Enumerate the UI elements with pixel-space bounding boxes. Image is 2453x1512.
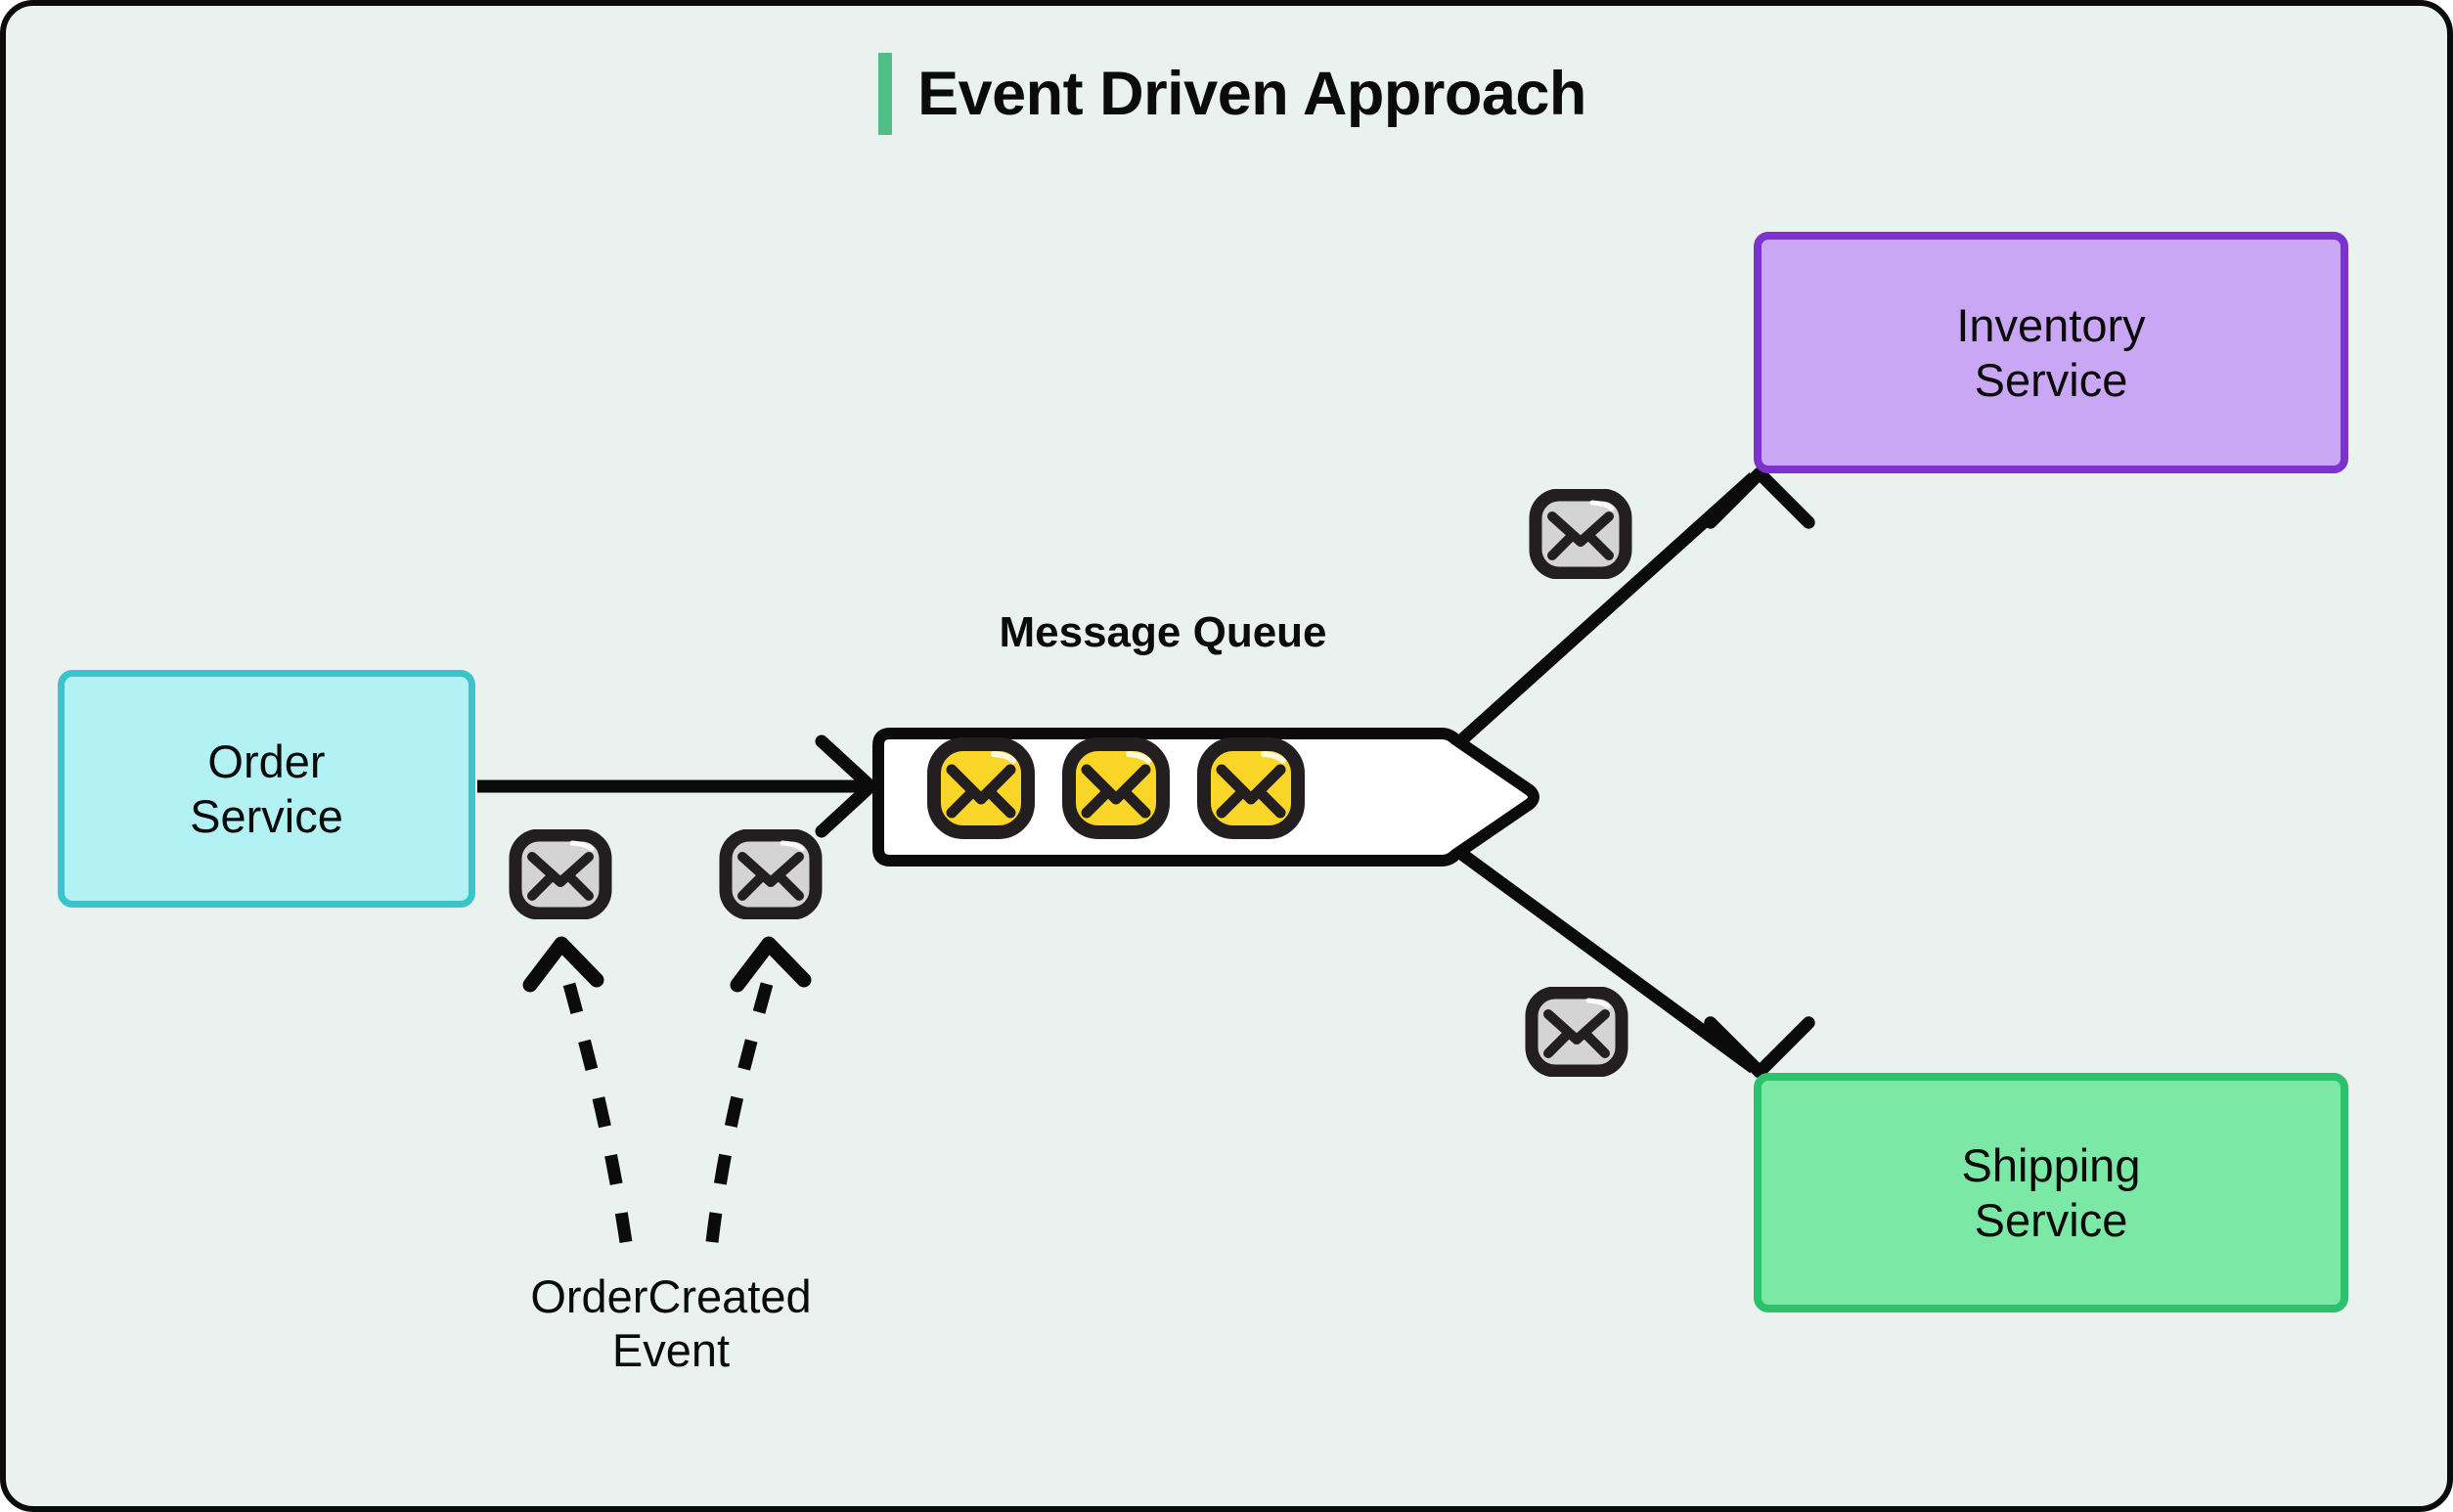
- node-inventory-service-line2: Service: [1974, 353, 2128, 406]
- message-queue-label: Message Queue: [999, 608, 1327, 656]
- arrow-event-to-envelope-b: [705, 936, 812, 1243]
- order-created-event-line1: OrderCreated: [530, 1270, 812, 1322]
- node-shipping-service-line2: Service: [1974, 1193, 2128, 1246]
- envelope-icon[interactable]: [1528, 489, 1633, 579]
- title-accent-bar: [878, 53, 893, 135]
- arrow-event-to-envelope-a: [522, 936, 633, 1243]
- envelope-icon[interactable]: [925, 737, 1037, 839]
- order-created-event-line2: Event: [611, 1324, 731, 1377]
- node-inventory-service-label: Inventory Service: [1956, 298, 2145, 407]
- envelope-icon[interactable]: [718, 829, 824, 919]
- envelope-icon[interactable]: [1060, 737, 1172, 839]
- envelope-icon[interactable]: [1524, 987, 1629, 1077]
- arrow-order-to-queue: [477, 734, 877, 838]
- envelope-icon[interactable]: [508, 829, 613, 919]
- node-order-service-label: Order Service: [190, 734, 343, 843]
- title-text: Event Driven Approach: [917, 59, 1586, 128]
- node-shipping-service-line1: Shipping: [1961, 1139, 2141, 1192]
- node-shipping-service-label: Shipping Service: [1962, 1138, 2141, 1247]
- arrow-queue-to-inventory: [1455, 467, 1815, 746]
- message-queue-items: [925, 737, 1307, 839]
- envelope-icon[interactable]: [1195, 737, 1307, 839]
- node-order-service-line1: Order: [207, 735, 326, 788]
- order-created-event-label: OrderCreated Event: [417, 1269, 925, 1378]
- node-order-service-line2: Service: [190, 789, 343, 842]
- node-shipping-service[interactable]: Shipping Service: [1754, 1073, 2348, 1312]
- page-title: Event Driven Approach: [6, 45, 2447, 143]
- node-inventory-service-line1: Inventory: [1956, 299, 2146, 352]
- node-order-service[interactable]: Order Service: [58, 670, 475, 908]
- node-inventory-service[interactable]: Inventory Service: [1754, 232, 2348, 473]
